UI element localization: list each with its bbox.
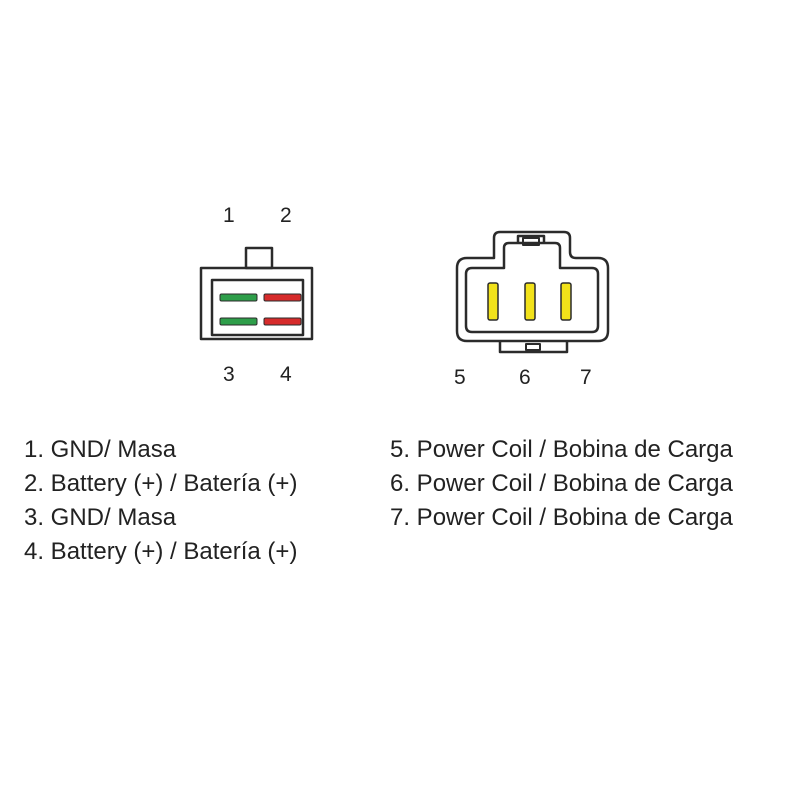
connector-4pin-terminals — [219, 293, 302, 326]
pin-label-5: 5 — [454, 366, 466, 389]
legend-item-4: 4. Battery (+) / Batería (+) — [24, 538, 298, 565]
pin-legend-right: 5. Power Coil / Bobina de Carga 6. Power… — [390, 433, 733, 535]
pin-label-2: 2 — [280, 204, 292, 227]
pin-label-3: 3 — [223, 363, 235, 386]
connector-3pin — [455, 230, 610, 354]
legend-item-7: 7. Power Coil / Bobina de Carga — [390, 504, 733, 531]
connector-3pin-housing — [455, 230, 610, 343]
pin-label-7: 7 — [580, 366, 592, 389]
legend-item-6: 6. Power Coil / Bobina de Carga — [390, 470, 733, 497]
connector-4pin — [199, 246, 314, 341]
pin-label-1: 1 — [223, 204, 235, 227]
connector-4pin-housing — [199, 266, 314, 341]
terminal-7-power-coil — [560, 282, 572, 321]
pin-label-6: 6 — [519, 366, 531, 389]
pin-label-4: 4 — [280, 363, 292, 386]
legend-item-3: 3. GND/ Masa — [24, 504, 177, 531]
legend-item-5: 5. Power Coil / Bobina de Carga — [390, 436, 733, 463]
connector-3pin-latch — [516, 234, 546, 243]
terminal-4-battery — [263, 317, 302, 326]
connector-3pin-cavity — [464, 241, 600, 334]
pin-legend-left: 1. GND/ Masa 2. Battery (+) / Batería (+… — [24, 433, 297, 569]
terminal-5-power-coil — [487, 282, 499, 321]
terminal-1-gnd — [219, 293, 258, 302]
connector-3pin-key — [498, 341, 569, 354]
terminal-2-battery — [263, 293, 302, 302]
connector-3pin-terminals — [487, 282, 572, 321]
legend-item-1: 1. GND/ Masa — [24, 436, 177, 463]
terminal-3-gnd — [219, 317, 258, 326]
connector-4pin-latch — [244, 246, 274, 270]
connector-4pin-cavity — [210, 278, 305, 337]
legend-item-2: 2. Battery (+) / Batería (+) — [24, 470, 298, 497]
terminal-6-power-coil — [524, 282, 536, 321]
